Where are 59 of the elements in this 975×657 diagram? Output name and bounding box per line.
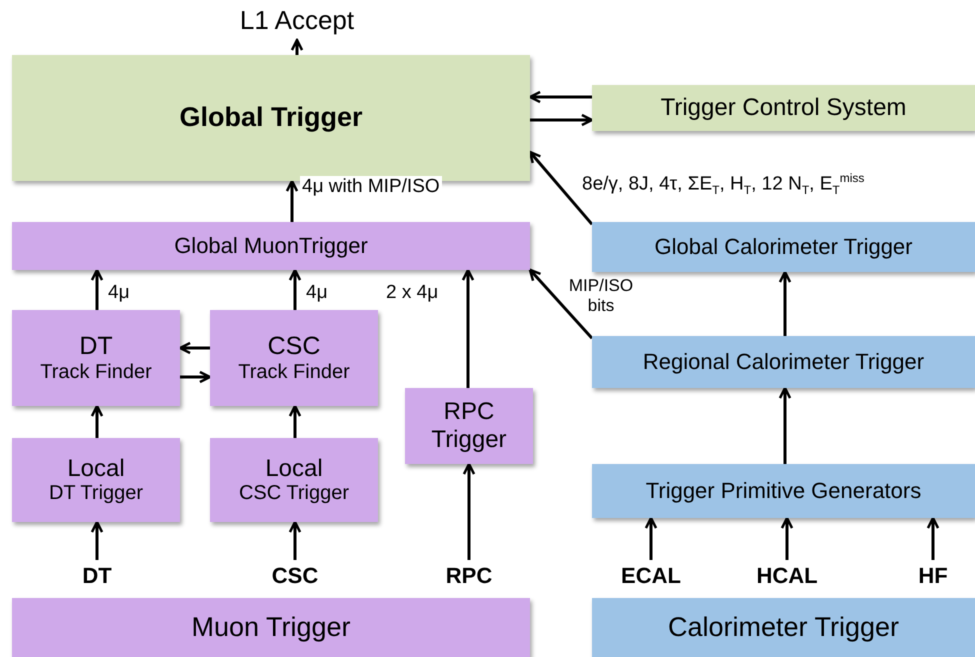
- detector-label: HCAL: [756, 563, 818, 589]
- section-band: [12, 598, 530, 657]
- box-label: Muon Trigger: [191, 612, 351, 644]
- box-label: Regional Calorimeter Trigger: [642, 349, 924, 375]
- arrow: [462, 268, 474, 388]
- detector-label: RPC: [446, 563, 492, 589]
- trigger-box: [592, 85, 975, 131]
- trigger-box: [405, 388, 533, 464]
- box-label: Calorimeter Trigger: [668, 612, 900, 644]
- arrow: [180, 370, 212, 384]
- arrow: [286, 180, 298, 222]
- arrow: [528, 268, 594, 340]
- box-heading: Local: [67, 454, 125, 482]
- box-label: Global MuonTrigger: [174, 233, 368, 259]
- box-label: Track Finder: [40, 360, 152, 384]
- arrow: [288, 404, 302, 438]
- arrow: [778, 386, 792, 464]
- arrow: [90, 404, 104, 438]
- box-label: Trigger Primitive Generators: [646, 478, 922, 504]
- arrow: [528, 90, 592, 104]
- box-label: CSC Trigger: [238, 482, 350, 506]
- box-label: Global Calorimeter Trigger: [654, 234, 912, 260]
- box-heading: CSC: [268, 332, 320, 361]
- edge-label: 4μ with MIP/ISO: [300, 176, 442, 198]
- trigger-box: [592, 222, 975, 272]
- section-band: [592, 598, 975, 657]
- trigger-box: [592, 464, 975, 518]
- box-heading: DT: [79, 332, 113, 361]
- box-label: Trigger Control System: [660, 94, 906, 122]
- detector-label: CSC: [272, 563, 318, 589]
- arrow: [288, 520, 302, 560]
- arrow: [780, 516, 794, 560]
- arrow: [90, 520, 104, 560]
- box-label: Track Finder: [238, 360, 350, 384]
- arrow: [462, 462, 476, 560]
- trigger-box: [592, 336, 975, 388]
- detector-label: HF: [918, 563, 948, 589]
- box-label: RPC Trigger: [430, 398, 508, 454]
- trigger-box: [12, 222, 530, 270]
- arrow: [926, 516, 940, 560]
- box-heading: Local: [265, 454, 323, 482]
- trigger-box: [12, 438, 180, 522]
- detector-label: ECAL: [621, 563, 681, 589]
- arrow: [530, 114, 594, 126]
- detector-label: DT: [82, 563, 112, 589]
- arrow: [778, 270, 792, 336]
- trigger-box: [210, 438, 378, 522]
- trigger-box: [210, 310, 378, 406]
- arrow: [644, 516, 658, 560]
- box-label: Global Trigger: [179, 102, 363, 134]
- arrow: [178, 342, 210, 354]
- box-label: DT Trigger: [48, 482, 144, 506]
- arrow: [288, 268, 302, 310]
- edge-label: MIP/ISO bits: [568, 276, 634, 316]
- output-label: L1 Accept: [240, 6, 354, 36]
- trigger-box: [12, 310, 180, 406]
- arrow: [528, 150, 594, 226]
- arrow: [290, 38, 304, 55]
- arrow: [90, 268, 104, 310]
